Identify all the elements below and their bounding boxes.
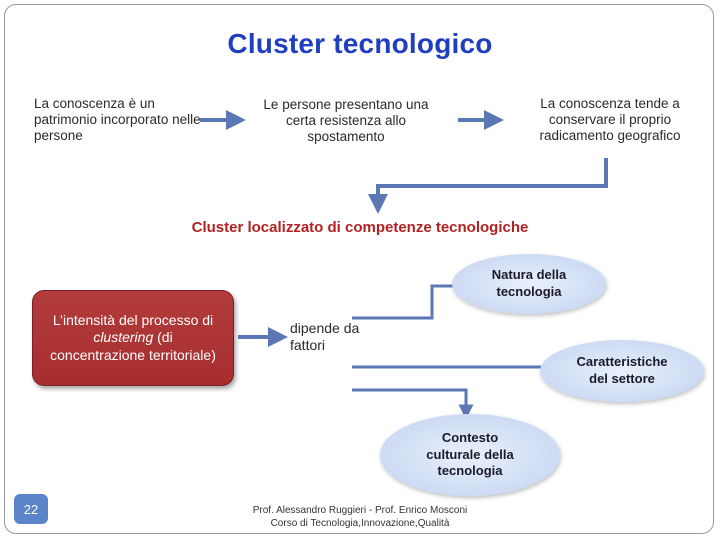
clustering-term: clustering — [93, 329, 154, 346]
slide-frame — [4, 4, 714, 534]
box-geographic-rooting: La conoscenza tende a conservare il prop… — [539, 96, 681, 144]
intensity-text: L’intensità del processo di clustering (… — [50, 311, 216, 363]
slide-title: Cluster tecnologico — [227, 28, 493, 59]
box-people-resistance: Le persone presentano una certa resisten… — [263, 97, 429, 145]
slide-footer: Prof. Alessandro Ruggieri - Prof. Enrico… — [230, 504, 490, 530]
factor-natura-tecnologia: Natura della tecnologia — [452, 254, 606, 314]
intensity-box: L’intensità del processo di clustering (… — [32, 290, 234, 386]
arrow-to-cluster — [368, 158, 608, 214]
footer-course: Corso di Tecnologia,Innovazione,Qualità — [270, 518, 450, 529]
depends-on-factors: dipende da fattori — [290, 320, 360, 353]
box-knowledge-in-people: La conoscenza è un patrimonio incorporat… — [34, 96, 201, 144]
factor-contesto-culturale: Contesto culturale della tecnologia — [380, 414, 560, 496]
cluster-subtitle: Cluster localizzato di competenze tecnol… — [191, 219, 529, 236]
arrow-to-contesto — [352, 388, 474, 420]
line-to-natura — [352, 284, 456, 320]
page-number-badge: 22 — [14, 494, 48, 524]
footer-authors: Prof. Alessandro Ruggieri - Prof. Enrico… — [252, 505, 468, 516]
factor-caratteristiche-settore: Caratteristiche del settore — [540, 340, 704, 402]
